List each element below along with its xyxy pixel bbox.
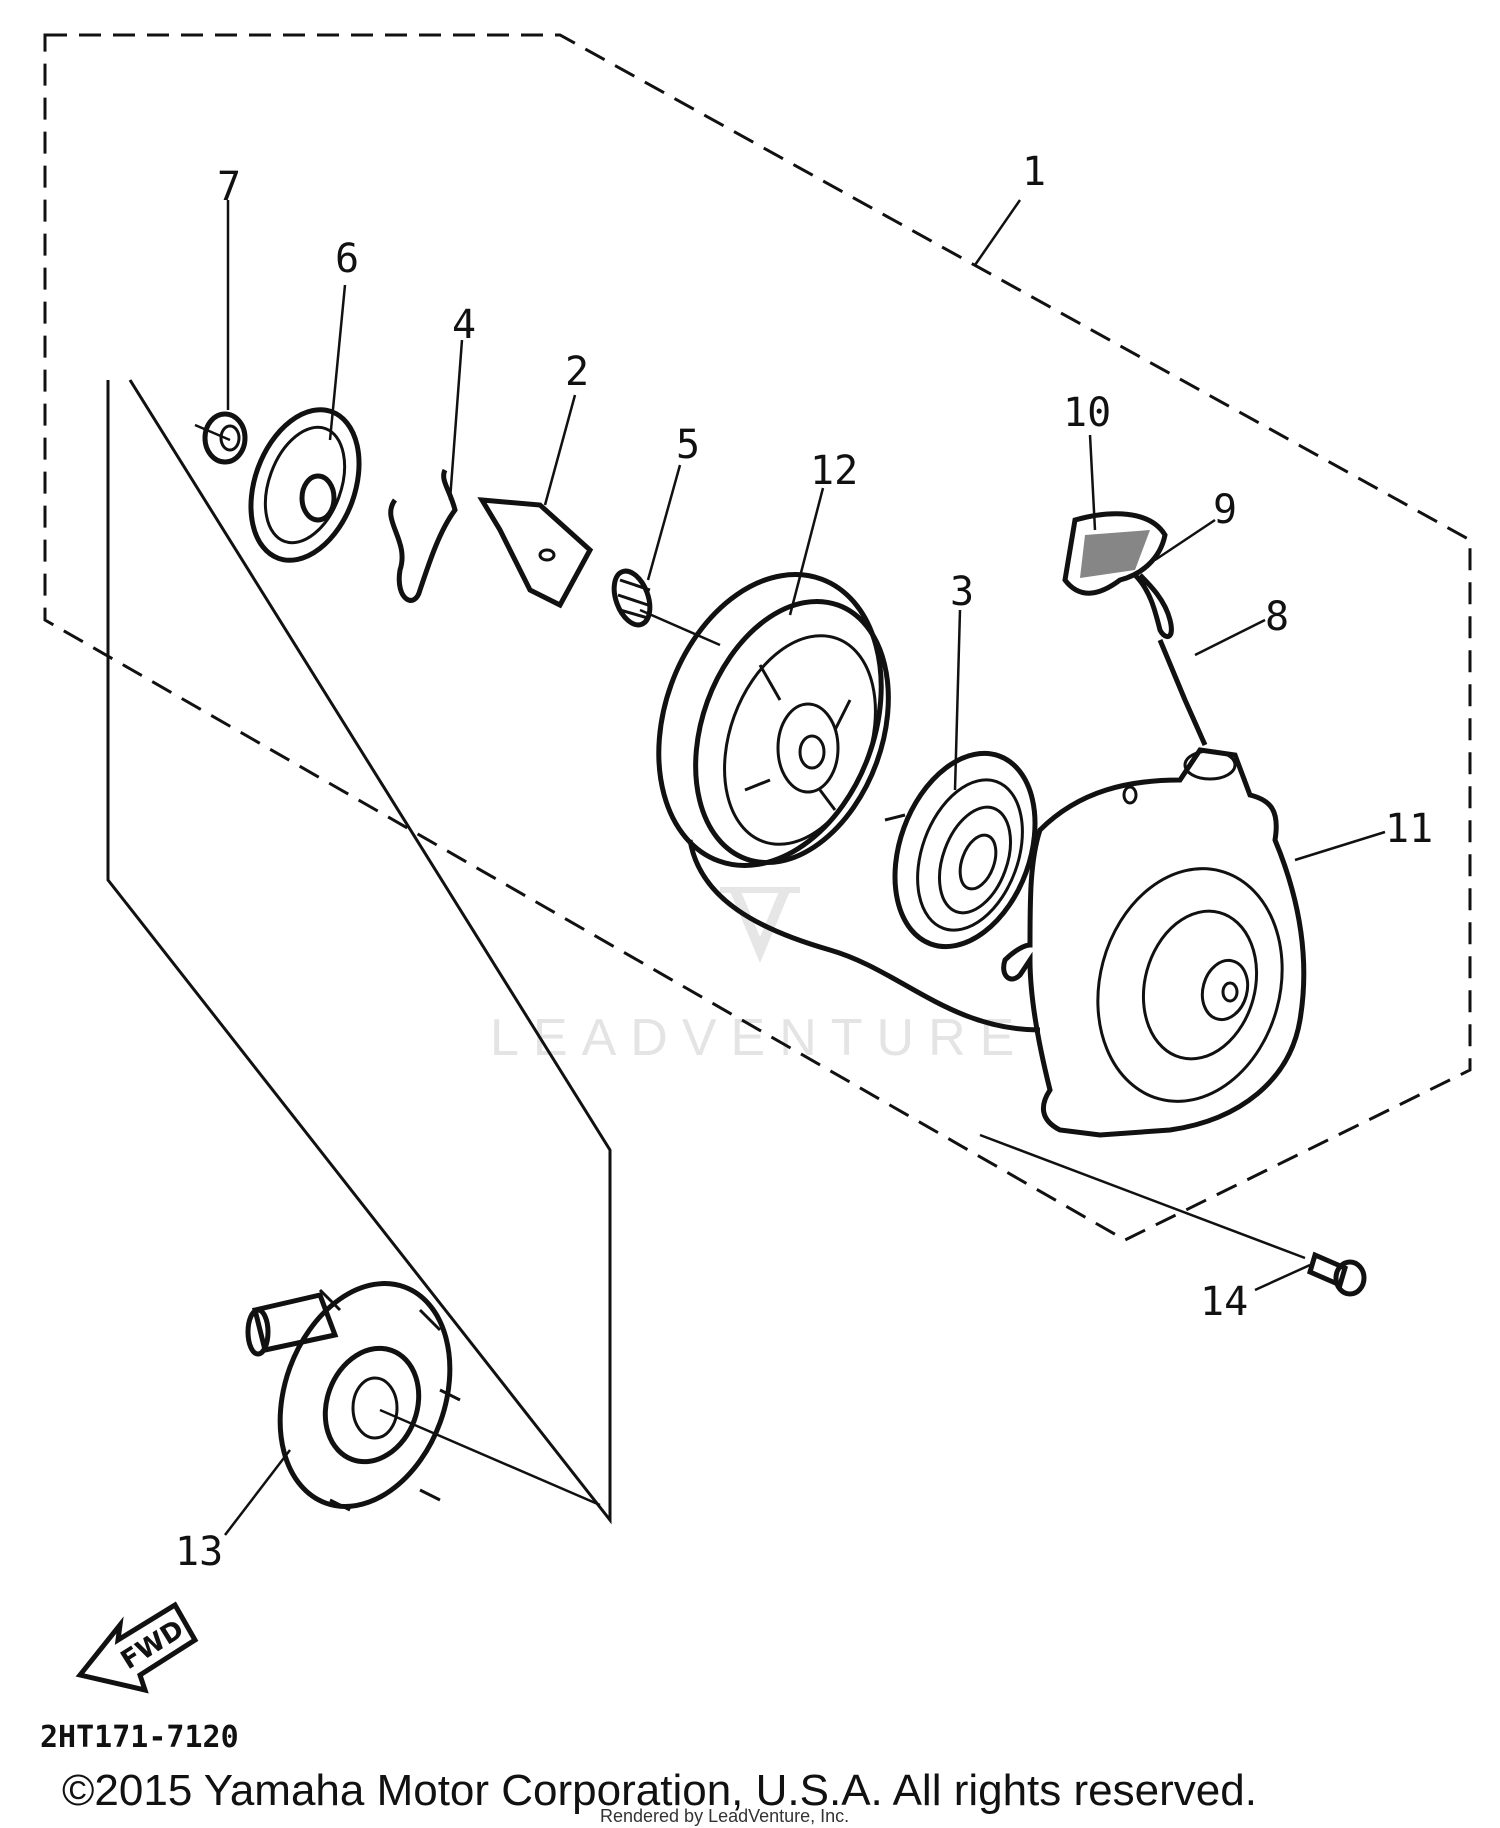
copyright-notice: ©2015 Yamaha Motor Corporation, U.S.A. A…: [62, 1766, 1257, 1815]
pulley-boundary: [106, 379, 612, 1525]
spring-clip-part: [388, 468, 458, 603]
callout-10: 10: [1063, 390, 1111, 436]
callout-3: 3: [950, 569, 974, 615]
callout-14: 14: [1200, 1279, 1248, 1325]
callout-labels: 1 2 3 4 5 6 7 8 9 10 11 12 13 14: [175, 149, 1433, 1575]
callout-12: 12: [810, 448, 858, 494]
callout-13: 13: [175, 1529, 223, 1575]
callout-9: 9: [1213, 487, 1237, 533]
fwd-direction-arrow: FWD: [75, 1601, 199, 1694]
pulley-part: [245, 1281, 461, 1512]
callout-11: 11: [1385, 806, 1433, 852]
recoil-spring-part: [884, 750, 1038, 950]
bolt-part: [1306, 1251, 1367, 1297]
small-spring-part: [611, 568, 653, 628]
watermark-text: LEADVENTURE: [490, 1009, 1028, 1067]
assembly-boundary: [43, 33, 1472, 1242]
callout-2: 2: [565, 349, 589, 395]
assembly-axis-line: [194, 423, 1306, 1260]
reel-part: [656, 572, 1041, 1033]
drive-plate-part: [248, 407, 362, 563]
callout-5: 5: [676, 422, 700, 468]
rope-part: [1157, 639, 1208, 747]
pawl-part: [477, 497, 594, 609]
nut-part: [202, 411, 248, 465]
callout-leaders: [224, 199, 1386, 1536]
rendered-by-notice: Rendered by LeadVenture, Inc.: [600, 1806, 849, 1826]
callout-8: 8: [1265, 594, 1289, 640]
callout-1: 1: [1022, 149, 1046, 195]
handle-part: [1062, 511, 1174, 639]
callout-6: 6: [335, 236, 359, 282]
reference-code: 2HT171-7120: [40, 1720, 239, 1755]
callout-7: 7: [217, 164, 241, 210]
watermark: LEADVENTURE: [490, 887, 1028, 1067]
callout-4: 4: [452, 302, 476, 348]
pulley-axis-line: [379, 1408, 601, 1507]
starter-case-part: [1001, 747, 1307, 1138]
